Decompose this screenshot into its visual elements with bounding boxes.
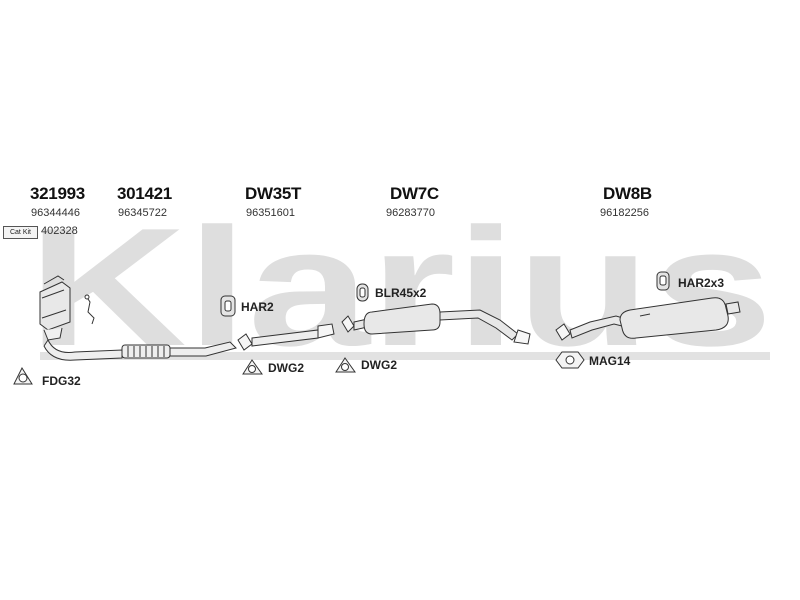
front-pipe [43,338,237,361]
section-code-2: 301421 [117,184,172,203]
mag-label: MAG14 [589,354,631,368]
blr-bolt-icon [356,283,369,302]
section-code-5: DW8B [603,184,652,203]
fdg-label: FDG32 [42,374,81,388]
dwg-label-2: DWG2 [361,358,397,372]
blr-label: BLR45x2 [375,286,427,300]
section-code-1: 321993 [30,184,85,203]
mag-clamp-icon [555,351,585,369]
cat-kit-number: 402328 [41,225,78,237]
section-code-3: DW35T [245,184,302,203]
dwg-gasket-icon-2 [335,357,356,373]
intermediate-pipe [237,323,335,351]
dwg-label-1: DWG2 [268,361,304,375]
section-code-4: DW7C [390,184,439,203]
section-number-1: 96344446 [31,207,80,219]
fdg-gasket-icon [13,366,33,385]
dwg-gasket-icon [242,359,263,375]
har3-hanger-icon [656,271,670,291]
watermark-underline [40,352,770,360]
lambda-sensor [84,294,95,325]
section-number-5: 96182256 [600,207,649,219]
catalytic-converter [39,275,71,341]
section-number-2: 96345722 [118,207,167,219]
rear-silencer [555,297,741,341]
cat-kit-badge: Cat Kit [3,226,38,239]
section-number-4: 96283770 [386,207,435,219]
centre-silencer [341,303,531,345]
har3-label: HAR2x3 [678,276,725,290]
har-hanger-icon [220,295,236,317]
har-label: HAR2 [241,300,274,314]
section-number-3: 96351601 [246,207,295,219]
